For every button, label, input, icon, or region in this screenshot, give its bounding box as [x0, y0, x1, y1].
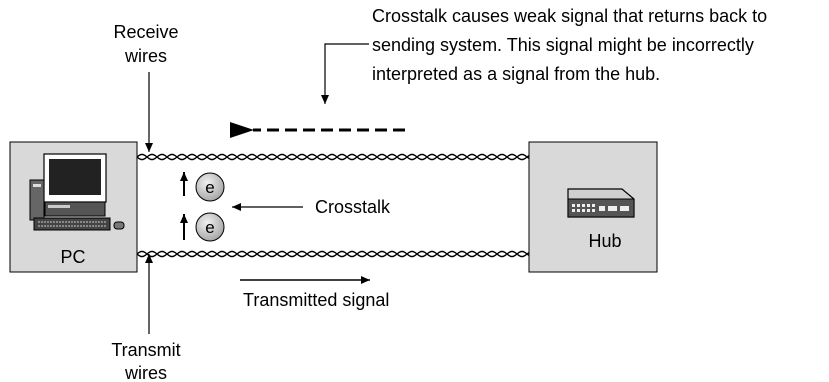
callout-line-3: interpreted as a signal from the hub. [372, 64, 660, 84]
electron-bottom: e [180, 212, 225, 242]
computer-icon [29, 153, 125, 231]
pc-box: PC [9, 141, 138, 273]
callout-leader-arrow [321, 43, 369, 104]
hub-box: Hub [528, 141, 658, 273]
electron-symbol: e [205, 178, 214, 197]
receive-wires-label: Receive wires [113, 22, 179, 152]
crosstalk-indicator: Crosstalk [232, 197, 391, 217]
crosstalk-label: Crosstalk [315, 197, 391, 217]
receive-label-line-1: Receive [113, 22, 178, 42]
transmit-label-line-2: wires [124, 363, 167, 382]
receive-label-line-2: wires [124, 46, 167, 66]
callout-line-2: sending system. This signal might be inc… [372, 35, 754, 55]
transmit-wires-label: Transmit wires [111, 254, 181, 382]
hub-device-icon [567, 188, 635, 218]
receive-wire-pair [136, 153, 530, 161]
hub-label: Hub [588, 231, 621, 251]
crosstalk-callout: Crosstalk causes weak signal that return… [321, 6, 767, 104]
electron-symbol: e [205, 218, 214, 237]
pc-label: PC [60, 247, 85, 267]
transmit-wire-pair [136, 250, 530, 258]
electron-top: e [180, 172, 225, 202]
transmit-label-line-1: Transmit [111, 340, 180, 360]
transmitted-signal-indicator: Transmitted signal [240, 276, 389, 310]
callout-line-1: Crosstalk causes weak signal that return… [372, 6, 767, 26]
transmitted-signal-label: Transmitted signal [243, 290, 389, 310]
